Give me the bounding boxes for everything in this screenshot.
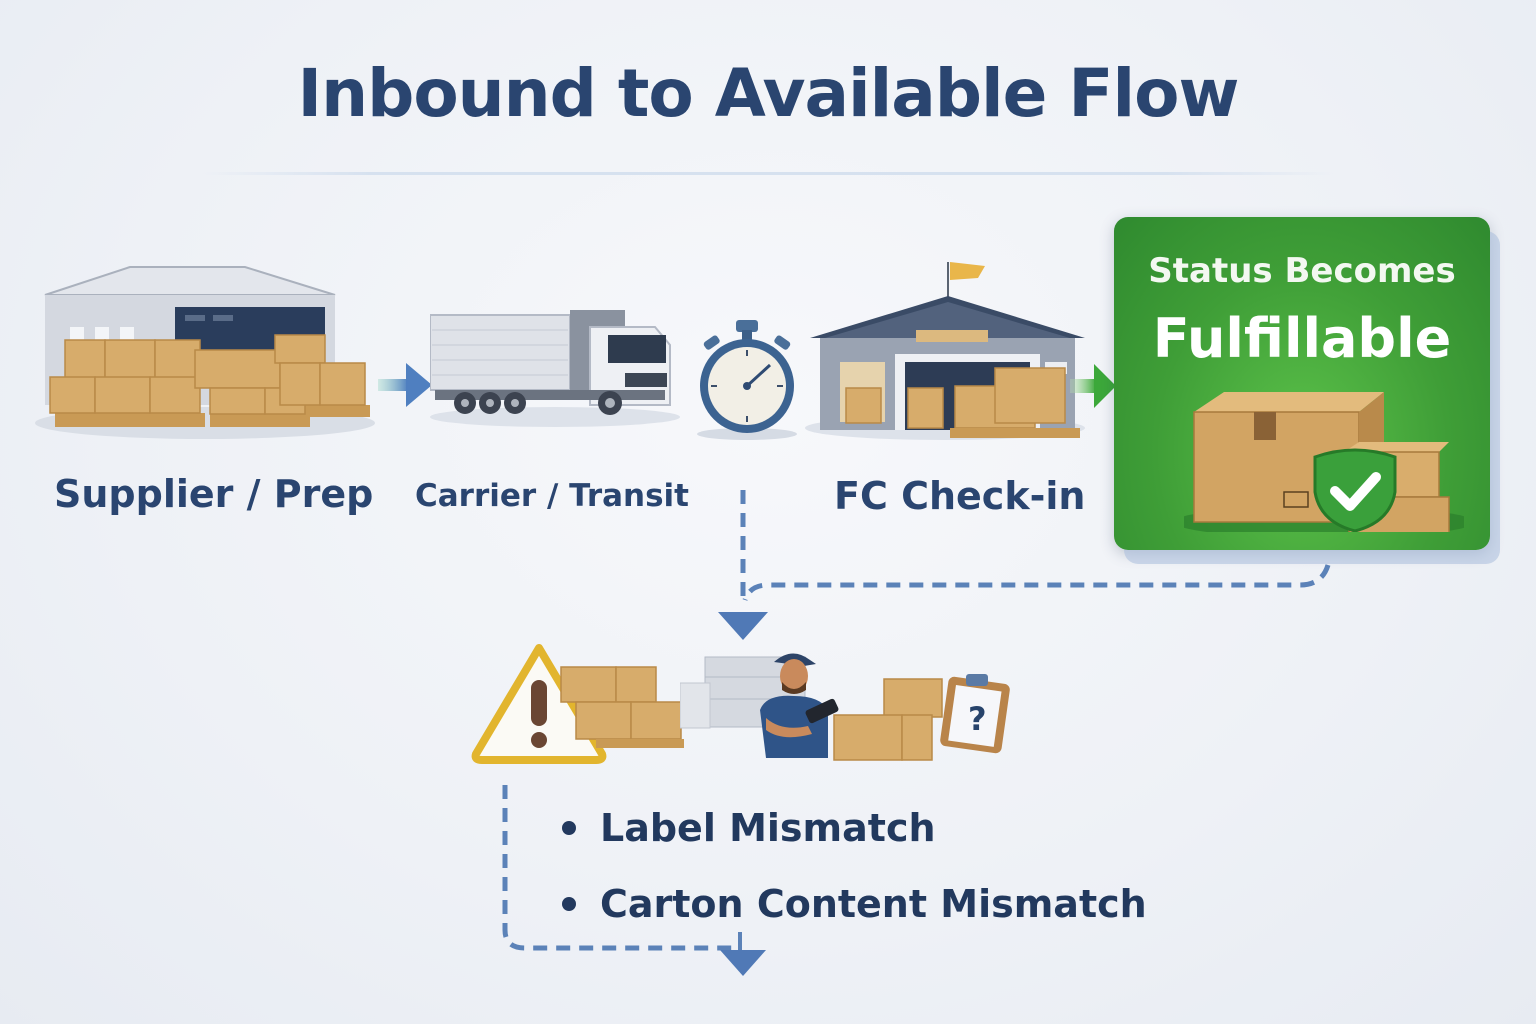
issue-text: Label Mismatch	[600, 806, 936, 850]
issue-item-label-mismatch: Label Mismatch	[562, 790, 1147, 866]
pallet-boxes-icon	[556, 662, 686, 752]
bullet-icon	[562, 821, 576, 835]
status-card: Status Becomes Fulfillable	[1114, 217, 1490, 550]
stage-label-fc-check-in: FC Check-in	[834, 474, 1086, 518]
stage-label-carrier-transit: Carrier / Transit	[415, 478, 690, 514]
status-card-subtitle: Status Becomes	[1148, 251, 1456, 291]
warehouse-with-pallets-icon	[35, 255, 375, 440]
svg-text:?: ?	[968, 700, 987, 738]
boxes-stack-icon	[832, 675, 947, 765]
stage-label-supplier-prep: Supplier / Prep	[54, 472, 374, 516]
shield-check-icon	[1310, 447, 1400, 532]
status-card-title: Fulfillable	[1152, 307, 1452, 370]
worker-scanning-icon	[752, 646, 862, 758]
page-title: Inbound to Available Flow	[297, 55, 1240, 132]
clipboard-question-icon: ?	[940, 672, 1020, 754]
issue-text: Carton Content Mismatch	[600, 882, 1147, 926]
arrow-right-icon	[378, 360, 433, 410]
fulfillment-center-icon	[800, 258, 1085, 443]
arrow-right-green-icon	[1070, 362, 1118, 410]
warning-triangle-icon	[470, 642, 608, 764]
stopwatch-icon	[692, 318, 802, 443]
issue-list: Label Mismatch Carton Content Mismatch	[562, 790, 1147, 942]
issue-item-carton-content-mismatch: Carton Content Mismatch	[562, 866, 1147, 942]
bullet-icon	[562, 897, 576, 911]
truck-icon	[430, 305, 680, 430]
title-divider	[200, 172, 1336, 175]
